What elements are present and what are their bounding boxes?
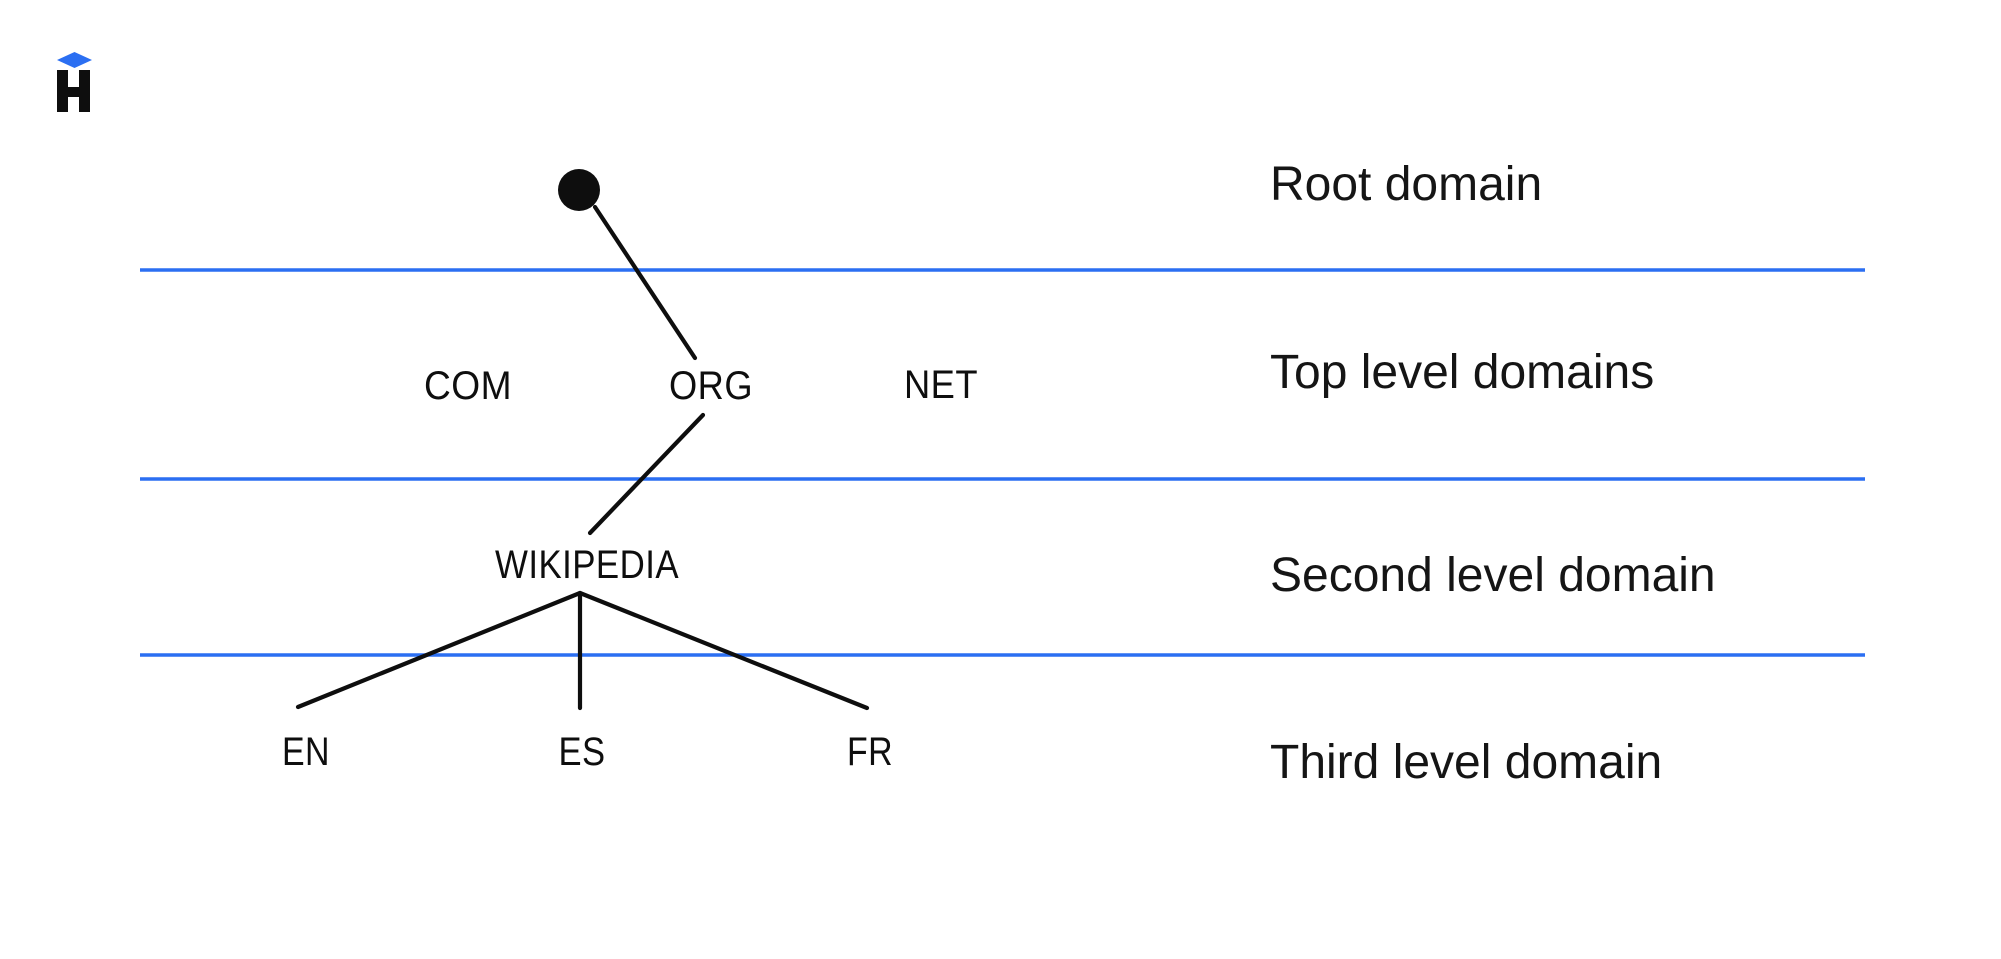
node-label-wikipedia: WIKIPEDIA: [495, 543, 679, 587]
tree-edges: [295, 204, 870, 711]
node-label-org: ORG: [669, 364, 753, 408]
node-label-en: EN: [282, 730, 330, 774]
edge-org-to-wikipedia: [587, 412, 706, 536]
node-label-com: COM: [424, 364, 512, 408]
node-label-es: ES: [559, 730, 606, 774]
node-label-fr: FR: [847, 730, 893, 774]
level-label-root-domain: Root domain: [1270, 158, 1542, 211]
brand-logo: [57, 52, 92, 112]
edge-root-to-org: [592, 204, 698, 361]
tld-node-labels: COM ORG NET: [424, 363, 978, 408]
edge-wikipedia-to-en: [295, 590, 583, 710]
logo-diamond-icon: [57, 52, 92, 68]
level-label-second-level-domain: Second level domain: [1270, 549, 1716, 602]
level-label-top-level-domains: Top level domains: [1270, 346, 1654, 399]
root-node-dot: [558, 169, 600, 211]
node-label-net: NET: [904, 363, 978, 407]
edge-wikipedia-to-fr: [577, 590, 870, 711]
third-level-node-labels: EN ES FR: [282, 730, 893, 774]
level-label-third-level-domain: Third level domain: [1270, 736, 1662, 789]
level-labels: Root domain Top level domains Second lev…: [1270, 158, 1716, 789]
logo-letter-h-icon: [57, 70, 90, 112]
